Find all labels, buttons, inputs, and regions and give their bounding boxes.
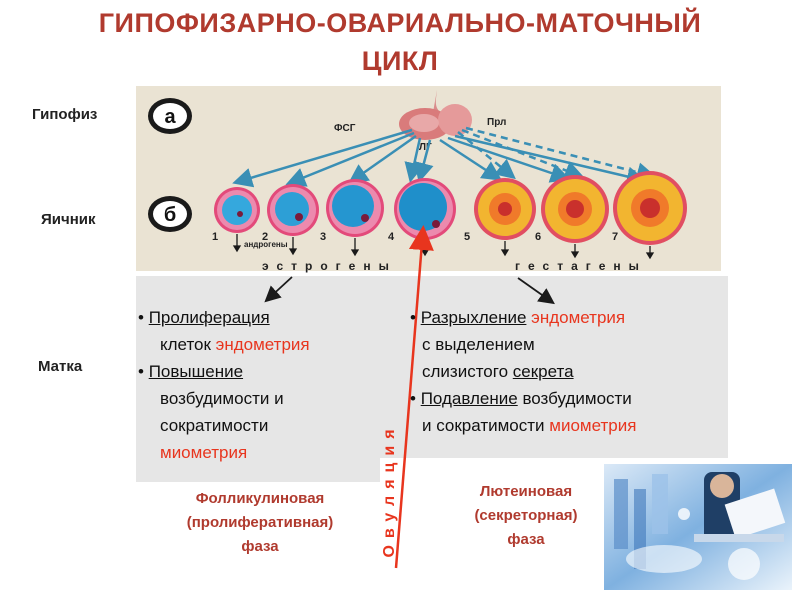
- follicular-phase-label: Фолликулиновая (пролиферативная) фаза: [150, 487, 370, 559]
- decorative-lab-image: [604, 464, 792, 590]
- follicular-phase-line-2: (пролиферативная): [150, 511, 370, 535]
- ovulation-label-box: Овуляция: [378, 415, 402, 565]
- left-bullet-2-line-3: сократимости: [138, 412, 378, 439]
- left-panel-text: • Пролиферация клеток эндометрия • Повыш…: [138, 304, 378, 466]
- luteal-phase-label: Лютеиновая (секреторная) фаза: [436, 480, 616, 552]
- left-bullet-2-line-1: • Повышение: [138, 358, 378, 385]
- ovulation-label: Овуляция: [381, 422, 399, 557]
- follicular-phase-line-3: фаза: [150, 535, 370, 559]
- right-bullet-1-line-2: с выделением: [410, 331, 728, 358]
- right-bullet-2-line-2: и сократимости миометрия: [410, 412, 728, 439]
- right-bullet-1-line-3: слизистого секрета: [410, 358, 728, 385]
- gestagen-effect-arrow: [518, 278, 552, 302]
- right-panel-text: • Разрыхление эндометрия с выделением сл…: [410, 304, 728, 439]
- left-bullet-1-line-2: клеток эндометрия: [138, 331, 378, 358]
- luteal-phase-line-2: (секреторная): [436, 504, 616, 528]
- left-bullet-1-line-1: • Пролиферация: [138, 304, 378, 331]
- right-bullet-1-line-1: • Разрыхление эндометрия: [410, 304, 728, 331]
- estrogen-effect-arrow: [267, 277, 292, 300]
- right-bullet-2-line-1: • Подавление возбудимости: [410, 385, 728, 412]
- follicular-phase-line-1: Фолликулиновая: [150, 487, 370, 511]
- luteal-phase-line-3: фаза: [436, 528, 616, 552]
- luteal-phase-line-1: Лютеиновая: [436, 480, 616, 504]
- left-bullet-2-line-2: возбудимости и: [138, 385, 378, 412]
- left-bullet-2-line-4: миометрия: [138, 439, 378, 466]
